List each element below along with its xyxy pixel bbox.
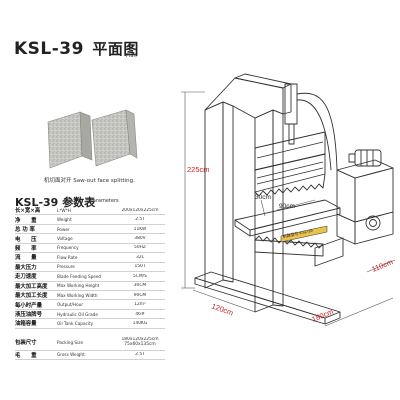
param-value: 32L — [135, 254, 145, 260]
dim-depth: 110cm — [370, 257, 394, 274]
title-en: Plan — [126, 53, 137, 59]
param-value: 30CM — [133, 283, 147, 289]
table-row: 电 压 Voltage 380V — [15, 234, 165, 244]
param-name-en: Gross Weight — [57, 352, 85, 358]
param-value: 2.5T — [135, 217, 145, 223]
param-name-cn: 最大加工长度 — [15, 293, 48, 300]
param-name-en: Blade Feeding Speed — [57, 273, 102, 279]
stone-caption-en: Saw-out face splitting. — [73, 178, 135, 184]
param-name-en: Packing Size — [57, 339, 84, 345]
param-name-cn: 毛 重 — [15, 352, 37, 359]
params-title: KSL-39 参数表 — [15, 194, 95, 210]
table-row: 最大加工长度 Max Working Width 90CM — [15, 291, 165, 301]
param-name-cn: 最大加工高度 — [15, 283, 48, 290]
param-name-en: Voltage — [57, 236, 73, 242]
param-name-cn: 最大压力 — [15, 264, 37, 271]
param-name-cn: 总 功 率 — [15, 227, 35, 234]
packing-size-1: 180x120x225cm — [121, 336, 159, 342]
page-title: KSL-39 平面图 — [14, 38, 139, 59]
table-row: 毛 重 Gross Weight 2.5T — [15, 351, 165, 361]
param-value: 150T — [134, 264, 146, 270]
table-row: 频 率 Frequency 50HZ — [15, 244, 165, 254]
table-row: 最大压力 Pressure 150T — [15, 263, 165, 273]
param-name-cn: 长×宽×高 — [15, 208, 41, 215]
table-row: 油箱容量 Oil Tank Capacity 140KG — [15, 319, 165, 329]
params-title-cn: 参数表 — [62, 196, 96, 209]
split-stone-image — [47, 109, 138, 169]
param-name-en: Max Working Height — [57, 283, 100, 289]
param-name-en: L*W*H — [57, 207, 71, 213]
param-name-cn: 流 量 — [15, 255, 37, 262]
param-name-en: Max Working Width — [57, 292, 98, 298]
dim-width: 120cm — [210, 301, 234, 317]
param-value: 2.5T — [135, 352, 145, 358]
dim-height: 225cm — [187, 165, 210, 174]
param-name-en: Oil Tank Capacity — [57, 320, 94, 326]
stone-caption: 机切面对开 Saw-out face splitting. — [44, 176, 135, 184]
param-value: 11KW — [133, 226, 147, 232]
param-name-cn: 频 率 — [15, 245, 37, 252]
param-value: 200x120x225cm — [121, 207, 159, 213]
param-name-en: Weight — [57, 217, 72, 223]
param-name-cn: 包装尺寸 — [15, 340, 37, 347]
table-row: 净 重 Weight 2.5T — [15, 215, 165, 225]
table-row: 走刀速度 Blade Feeding Speed 5CM/S — [15, 272, 165, 282]
table-row: 每小时产量 Output/Hour 12m² — [15, 300, 165, 310]
params-title-en: Parameters — [90, 198, 119, 204]
param-name-en: Pressure — [57, 264, 75, 270]
packing-size-2: 75x60x135cm — [124, 342, 156, 348]
param-name-cn: 净 重 — [15, 217, 37, 224]
param-name-cn: 油箱容量 — [15, 321, 37, 328]
param-value: 46# — [135, 311, 145, 317]
param-name-cn: 走刀速度 — [15, 274, 37, 281]
param-value: 12m² — [134, 302, 146, 308]
param-name-cn: 每小时产量 — [15, 302, 42, 309]
dim-work-width: 90cm — [279, 203, 295, 210]
table-row: 总 功 率 Power 11KW — [15, 225, 165, 235]
stone-caption-cn: 机切面对开 — [44, 178, 72, 184]
table-row: 流 量 Flow Rate 32L — [15, 253, 165, 263]
table-row: 最大加工高度 Max Working Height 30CM — [15, 282, 165, 291]
param-value: 90CM — [133, 292, 147, 298]
dim-work-height: 30cm — [255, 194, 271, 201]
param-value: 5CM/S — [133, 273, 147, 279]
param-name-en: Output/Hour — [57, 302, 84, 308]
param-value: 50HZ — [134, 245, 146, 251]
param-name-en: Power — [57, 226, 70, 232]
title-model: KSL-39 — [14, 39, 84, 59]
param-name-en: Frequency — [57, 245, 79, 251]
param-value: 380V — [134, 236, 146, 242]
machine-drawing: 机器型号 KSL-39 225cm 120cm 180cm 110cm 30cm… — [181, 73, 396, 327]
param-name-cn: 液压油牌号 — [15, 312, 42, 319]
param-value: 140KG — [132, 320, 148, 326]
params-title-model: KSL-39 — [15, 196, 59, 209]
param-name-cn: 电 压 — [15, 236, 37, 243]
param-name-en: Hydraulic Oil Grade — [57, 311, 98, 317]
params-table: 长×宽×高 L*W*H 200x120x225cm 净 重 Weight 2.5T 总 功 … — [15, 206, 165, 361]
param-name-en: Flow Rate — [57, 254, 78, 260]
title-cn: 平面图 — [92, 40, 139, 58]
table-row: 长×宽×高 L*W*H 200x120x225cm — [15, 206, 165, 216]
table-row: 液压油牌号 Hydraulic Oil Grade 46# — [15, 310, 165, 320]
